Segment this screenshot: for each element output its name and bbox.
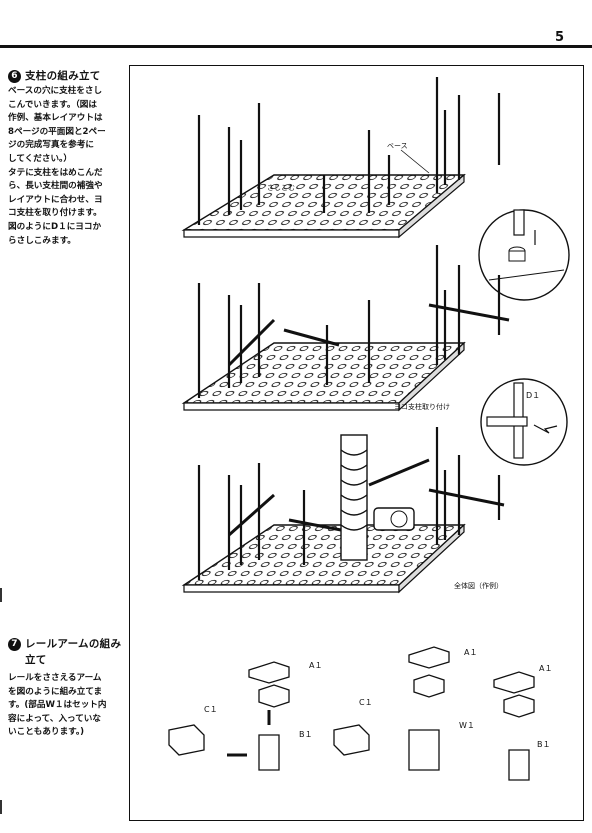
part-w1 (408, 729, 440, 771)
parts-group-3 (493, 671, 535, 781)
step7-number: 7 (8, 637, 21, 651)
step7-title-line1: レールアームの組み (25, 638, 122, 650)
edge-mark (0, 588, 2, 602)
base-plate-3 (181, 523, 466, 594)
step6-body: ベースの穴に支柱をさし こんでいきます。（図は 作例、基本レイアウトは 8ページ… (8, 86, 106, 246)
label-b1-3: B１ (537, 740, 551, 749)
label-base: ベース (387, 142, 408, 150)
posts-2 (197, 245, 501, 398)
part-b1 (258, 734, 280, 771)
part-a1-lower (258, 684, 290, 708)
label-w1: W１ (459, 721, 475, 730)
parts-group-1 (168, 661, 290, 771)
posts-1 (197, 77, 501, 225)
cross-bars-2 (227, 303, 510, 367)
label-d1: D１ (526, 391, 540, 400)
base-plate-2 (181, 341, 466, 412)
assembly-illustration: ベース さしこむ ヨコ支柱取り付け D１ (168, 77, 570, 781)
step7-body: レールをささえるアーム を図のように組み立てま す。(部品W１はセット内 容によ… (8, 673, 107, 738)
step6-title: 支柱の組み立て (25, 70, 101, 82)
part-a1-lower (413, 674, 445, 698)
step7-title-line2: 立て (25, 654, 47, 666)
parts-group-2 (333, 646, 450, 771)
label-insert: さしこむ (267, 184, 295, 192)
detail-circle-insert (478, 209, 570, 301)
step6-number: 6 (8, 69, 21, 83)
label-a1-1: A１ (309, 661, 322, 670)
label-c1-1: C１ (204, 705, 218, 714)
step6-heading: 6 支柱の組み立て (8, 68, 101, 83)
top-rule (0, 45, 592, 48)
detail-circle-d1 (480, 378, 568, 466)
part-a1 (248, 661, 290, 684)
part-c1 (168, 724, 205, 756)
label-full: 全体図（作例） (454, 581, 503, 590)
label-a1-3: A１ (539, 664, 552, 673)
label-yoko: ヨコ支柱取り付け (394, 402, 450, 411)
label-a1-2: A１ (464, 648, 477, 657)
part-a1-lower (503, 694, 535, 718)
label-b1-1: B１ (299, 730, 313, 739)
page-number: 5 (555, 30, 565, 45)
label-c1-2: C１ (359, 698, 373, 707)
edge-mark (0, 800, 2, 814)
part-b1 (508, 749, 530, 781)
cross-bars-3 (228, 458, 505, 537)
part-c1 (333, 724, 370, 756)
part-a1 (408, 646, 450, 669)
part-a1 (493, 671, 535, 694)
figure-frame (129, 65, 584, 821)
step7-heading: 7 レールアームの組み (8, 636, 121, 651)
spiral-lift (340, 434, 415, 561)
